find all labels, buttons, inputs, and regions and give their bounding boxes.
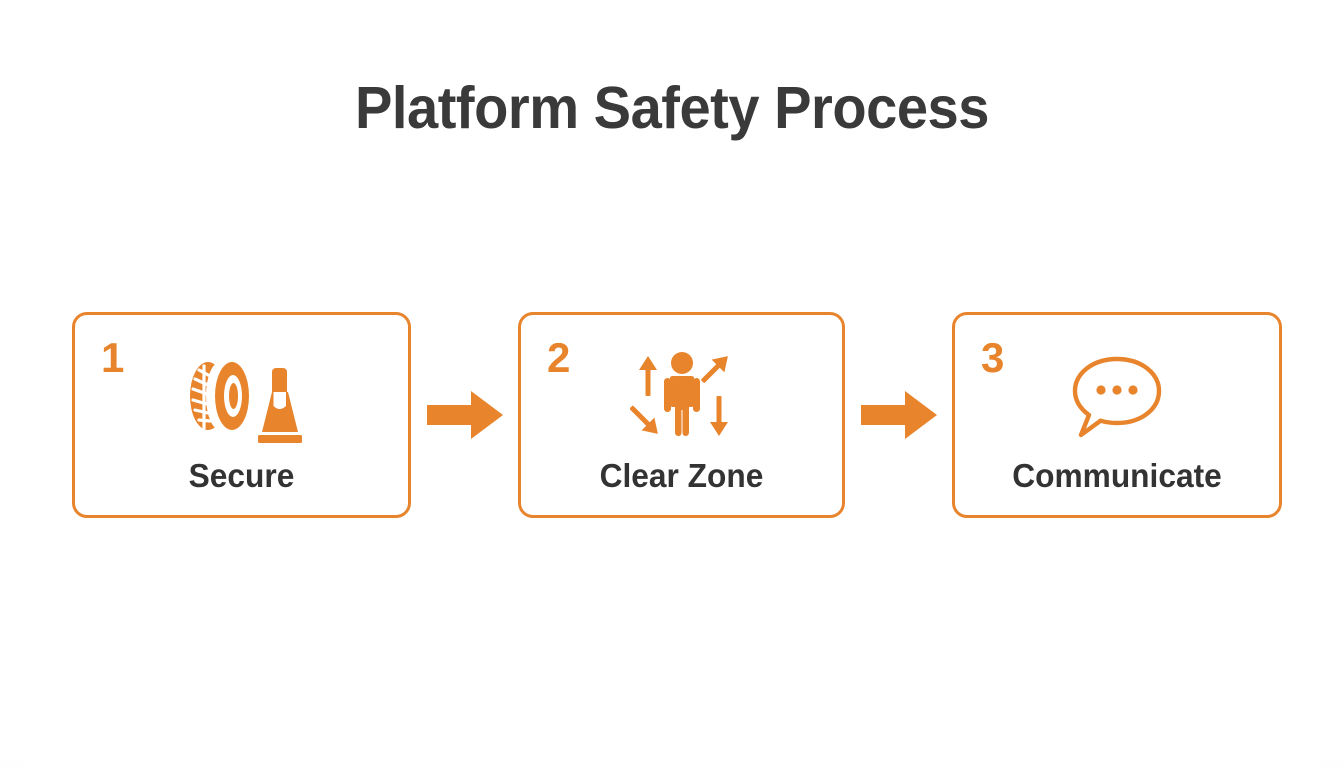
step-number-2: 2 <box>547 334 571 381</box>
tire-and-wheel-chock-icon <box>75 341 408 451</box>
page-title: Platform Safety Process <box>355 75 989 141</box>
process-flow: 1 <box>72 312 1282 518</box>
speech-bubble-with-dots-icon <box>955 341 1279 451</box>
person-with-directional-arrows-icon <box>521 341 842 451</box>
step-number-1: 1 <box>101 334 125 381</box>
process-step-card-3[interactable]: 3 Communicate <box>952 312 1282 518</box>
step-number-3: 3 <box>981 334 1005 381</box>
process-step-card-1[interactable]: 1 <box>72 312 411 518</box>
arrow-right-icon-1 <box>411 312 518 518</box>
process-step-card-2[interactable]: 2 <box>518 312 845 518</box>
step-label-3: Communicate <box>1012 457 1222 494</box>
step-label-1: Secure <box>188 457 295 494</box>
arrow-right-icon-2 <box>845 312 952 518</box>
step-label-2: Clear Zone <box>599 457 764 494</box>
